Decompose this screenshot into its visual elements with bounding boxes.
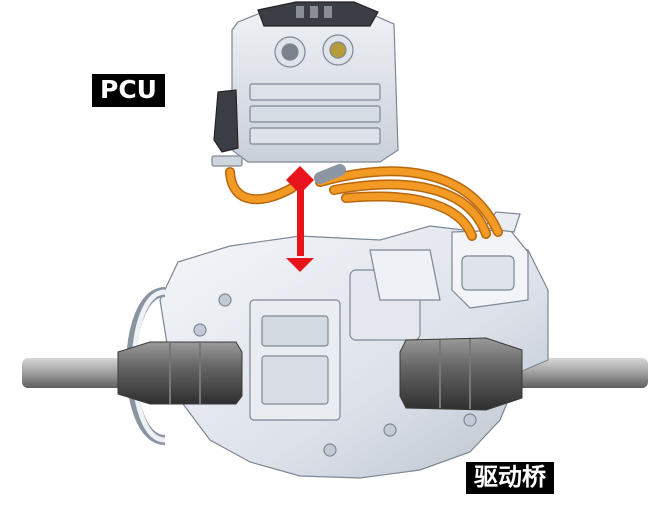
pcu-unit [211,1,399,167]
hv-cables [225,164,503,241]
pcu-label: PCU [92,74,165,107]
drive-axle-label: 驱动桥 [466,462,554,494]
right-cv-boot [399,337,523,411]
transaxle-housing [126,211,549,479]
left-cv-boot [117,341,243,405]
connection-arrow [286,166,314,272]
